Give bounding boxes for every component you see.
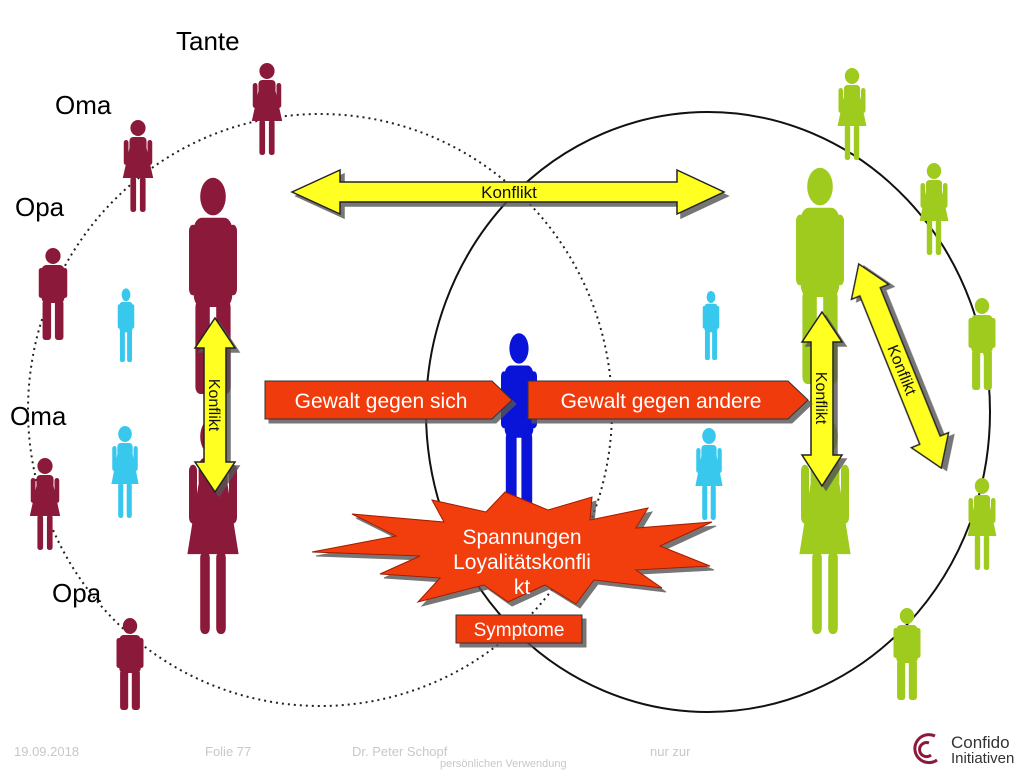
label-oma-top: Oma bbox=[55, 90, 112, 120]
symptome-label: Symptome bbox=[474, 620, 565, 641]
konflikt-arrow-right-mid bbox=[800, 310, 844, 488]
gewalt-gegen-andere-label: Gewalt gegen andere bbox=[561, 390, 762, 413]
sibling-girl-right bbox=[695, 428, 723, 520]
green-woman-2 bbox=[919, 163, 949, 255]
burst-line-2: Loyalitätskonfli bbox=[453, 551, 591, 574]
sibling-boy-right bbox=[702, 291, 720, 360]
konflikt-arrow-right-diag bbox=[850, 262, 950, 470]
footer-slide: Folie 77 bbox=[205, 744, 252, 759]
gewalt-gegen-andere-arrow bbox=[527, 380, 809, 420]
sibling-girl-left bbox=[111, 426, 139, 518]
oma-top-figure bbox=[122, 120, 154, 212]
sibling-boy-left bbox=[117, 288, 135, 362]
label-opa-bottom: Opa bbox=[52, 578, 102, 608]
konflikt-left-label: Konflikt bbox=[205, 379, 222, 432]
burst-line-3: kt bbox=[514, 576, 531, 599]
konflikt-right-mid-label: Konflikt bbox=[812, 372, 829, 425]
footer-author: Dr. Peter Schopf bbox=[352, 744, 448, 759]
confido-logo-mark bbox=[913, 733, 938, 765]
footer-date: 19.09.2018 bbox=[14, 744, 80, 759]
symptome-box bbox=[455, 614, 583, 644]
green-man-3 bbox=[968, 298, 996, 390]
brand-line-2: Initiativen bbox=[951, 750, 1015, 767]
label-opa-top: Opa bbox=[15, 192, 65, 222]
green-woman-top bbox=[837, 68, 867, 160]
opa-top-figure bbox=[38, 248, 68, 340]
label-tante: Tante bbox=[176, 26, 240, 56]
green-man-bottom bbox=[893, 608, 921, 700]
footer-usage-2: persönlichen Verwendung bbox=[440, 758, 567, 770]
gewalt-gegen-sich-arrow bbox=[264, 380, 513, 420]
tante-figure bbox=[251, 63, 283, 155]
child-figure bbox=[501, 333, 537, 508]
brand-line-1: Confido bbox=[951, 733, 1010, 752]
footer-usage: nur zur bbox=[650, 744, 691, 759]
burst-line-1: Spannungen bbox=[462, 526, 581, 549]
label-oma-bottom: Oma bbox=[10, 401, 67, 431]
confido-brand: Confido Initiativen bbox=[904, 733, 1024, 767]
spannungen-burst bbox=[311, 491, 713, 605]
konflikt-top-label: Konflikt bbox=[481, 183, 537, 202]
konflikt-arrow-top bbox=[290, 168, 726, 216]
gewalt-gegen-sich-label: Gewalt gegen sich bbox=[295, 390, 468, 413]
green-woman-4 bbox=[967, 478, 997, 570]
opa-bottom-figure bbox=[116, 618, 144, 710]
konflikt-arrow-left bbox=[193, 316, 237, 494]
